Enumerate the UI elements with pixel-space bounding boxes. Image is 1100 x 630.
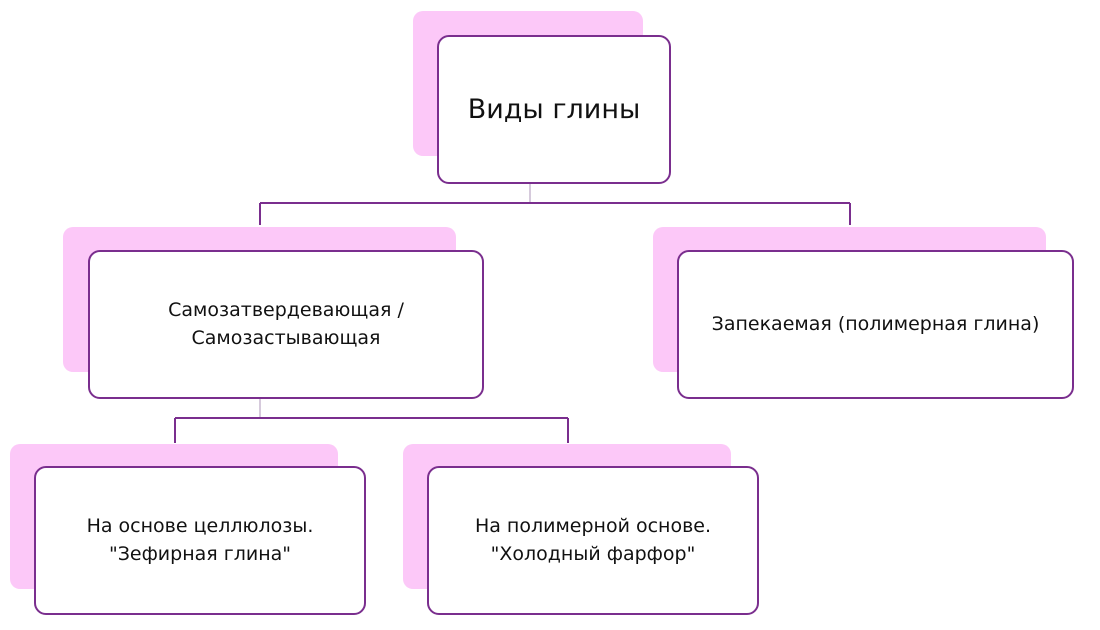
baked-node-label: Запекаемая (полимерная глина) [711,312,1040,335]
root-node: Виды глины [437,35,671,184]
cellulose-node-label: На основе целлюлозы. "Зефирная глина" [86,514,314,565]
self-hardening-node-label: Самозатвердевающая / Самозастывающая [168,298,404,349]
baked-node: Запекаемая (полимерная глина) [677,250,1074,399]
cellulose-node: На основе целлюлозы. "Зефирная глина" [34,466,366,615]
polymer-base-node: На полимерной основе. "Холодный фарфор" [427,466,759,615]
self-hardening-node: Самозатвердевающая / Самозастывающая [88,250,484,399]
root-node-label: Виды глины [467,93,641,125]
polymer-base-node-label: На полимерной основе. "Холодный фарфор" [474,514,712,565]
